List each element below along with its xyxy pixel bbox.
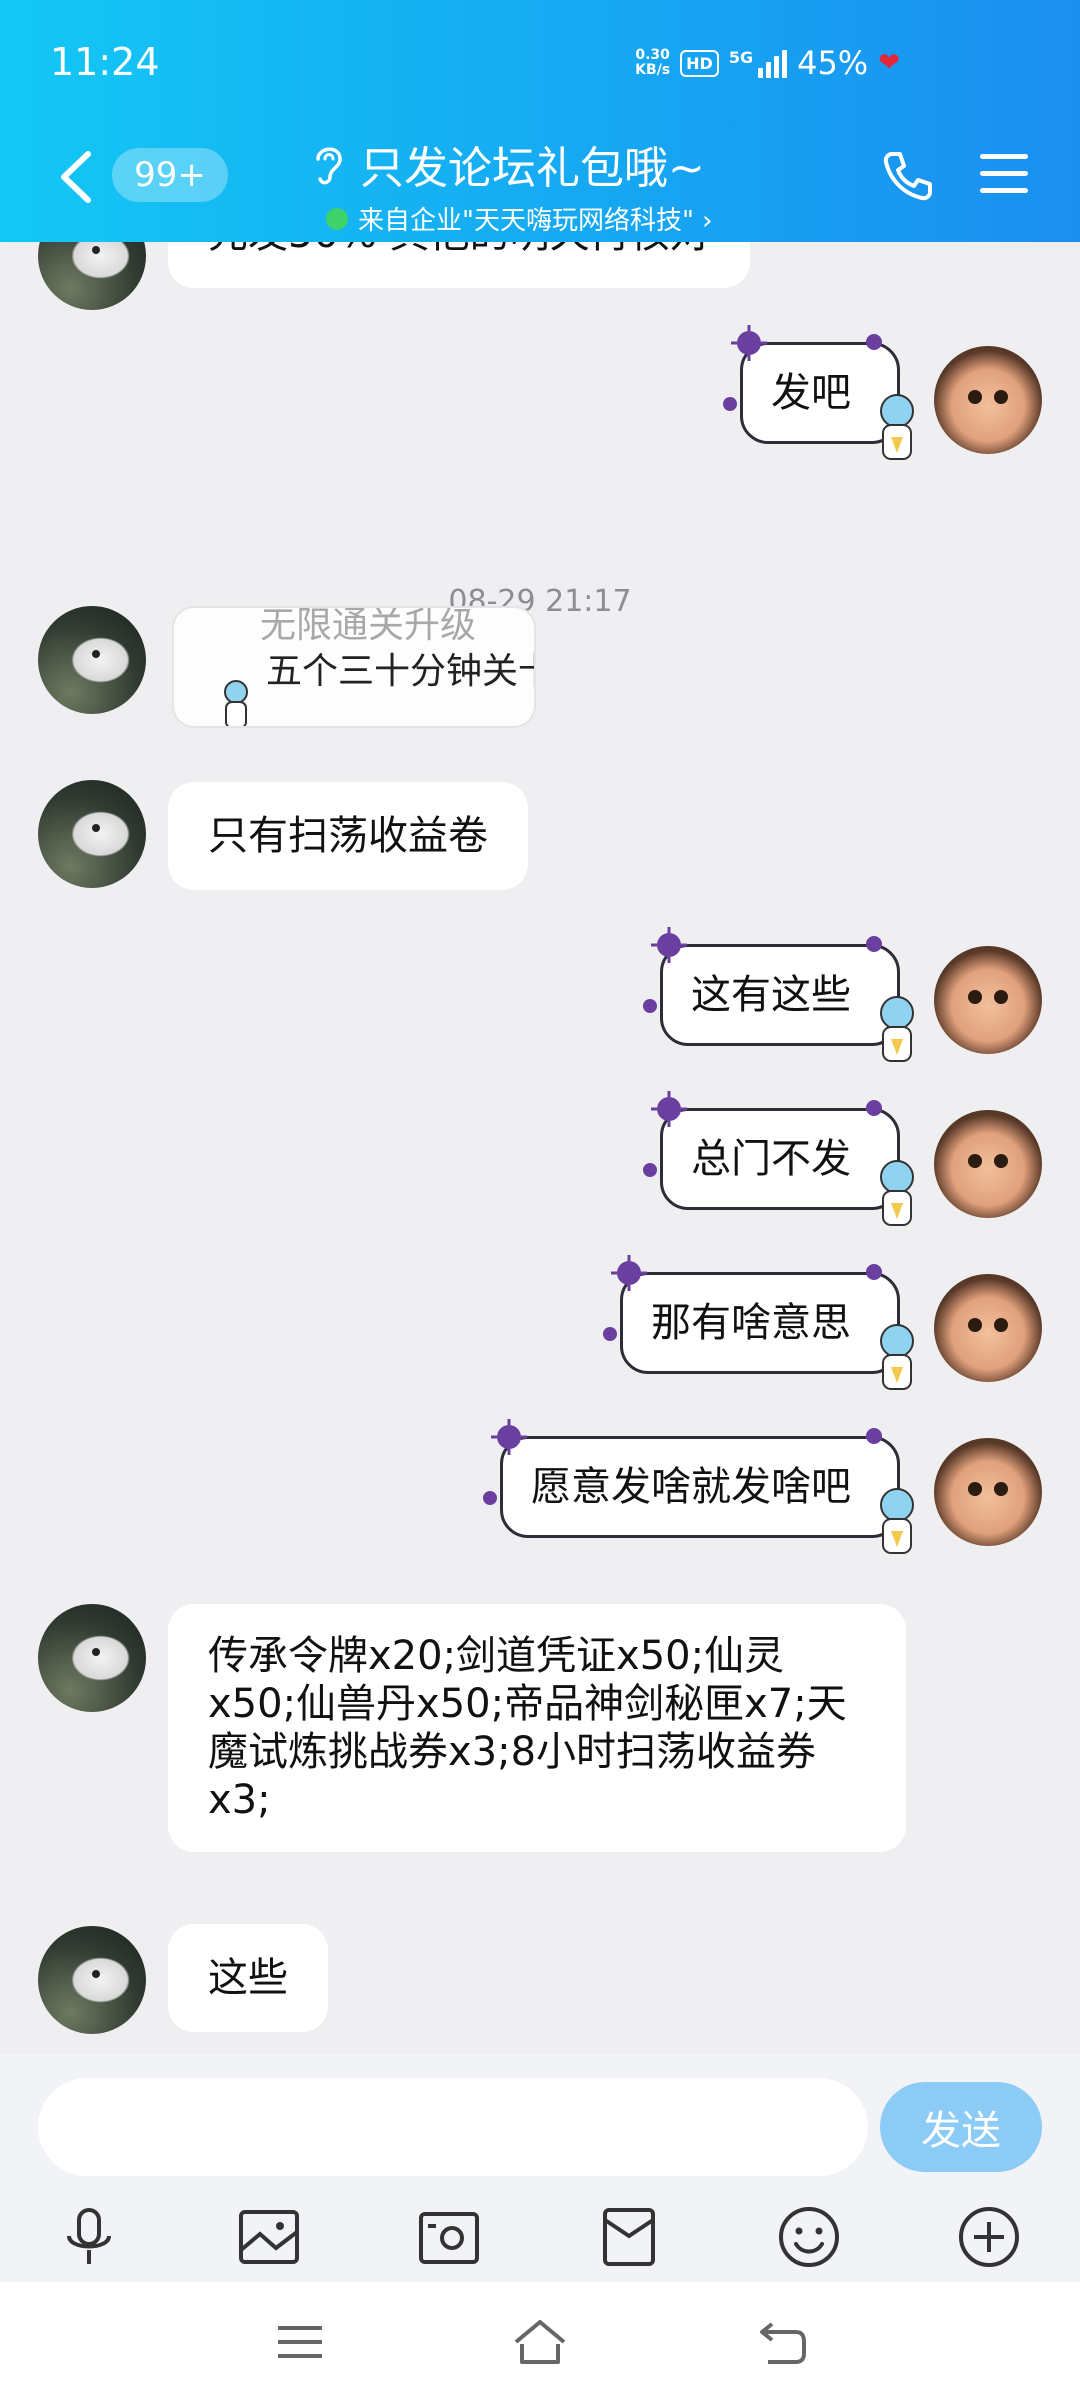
home-icon[interactable] xyxy=(510,2314,570,2370)
signal-icon: 5G xyxy=(728,48,788,78)
doctor-sticker-icon xyxy=(880,394,914,460)
emoji-icon[interactable] xyxy=(776,2204,842,2270)
input-area: 发送 xyxy=(0,2054,1080,2282)
contact-avatar[interactable] xyxy=(38,780,146,888)
status-bar: 11:24 0.30 KB/s HD 5G 45% ❤ xyxy=(0,0,1080,120)
chat-title: 只发论坛礼包哦~ xyxy=(360,143,705,194)
doctor-sticker-icon xyxy=(880,1324,914,1390)
virus-sticker-icon xyxy=(603,1327,617,1341)
doctor-sticker-icon xyxy=(880,1160,914,1226)
message-timestamp: 08-29 21:17 xyxy=(448,584,632,619)
unread-count-badge[interactable]: 99+ xyxy=(112,148,228,202)
message-text: 发吧 xyxy=(771,370,851,416)
virus-sticker-icon xyxy=(643,1163,657,1177)
virus-sticker-icon xyxy=(651,1091,687,1127)
network-speed: 0.30 KB/s xyxy=(635,48,670,78)
contact-avatar[interactable] xyxy=(38,1604,146,1712)
my-avatar[interactable] xyxy=(934,1274,1042,1382)
image-text-line: 五个三十分钟关卡 xyxy=(266,651,536,692)
message-bubble[interactable]: 只有扫荡收益卷 xyxy=(168,782,528,890)
plus-icon[interactable] xyxy=(956,2204,1022,2270)
contact-avatar[interactable] xyxy=(38,1926,146,2034)
virus-sticker-icon xyxy=(866,936,882,952)
chat-toolbar xyxy=(0,2194,1080,2274)
message-list[interactable]: 先发50% 其他的明天再核对 发吧 08-29 21:17 无限通关升级 五个三… xyxy=(0,242,1080,2054)
network-speed-value: 0.30 xyxy=(635,47,670,63)
message-bubble[interactable]: 先发50% 其他的明天再核对 xyxy=(168,242,750,288)
image-text-line: 无限通关升级 xyxy=(260,606,477,646)
menu-icon[interactable] xyxy=(270,2314,330,2370)
my-avatar[interactable] xyxy=(934,346,1042,454)
chat-subtitle: 来自企业"天天嗨玩网络科技" › xyxy=(358,206,713,236)
system-navigation-bar xyxy=(0,2282,1080,2408)
virus-sticker-icon xyxy=(866,1100,882,1116)
virus-sticker-icon xyxy=(866,1428,882,1444)
virus-sticker-icon xyxy=(483,1491,497,1505)
my-avatar[interactable] xyxy=(934,1438,1042,1546)
status-time: 11:24 xyxy=(50,40,160,84)
image-message[interactable]: 无限通关升级 五个三十分钟关卡 xyxy=(172,606,536,728)
send-button[interactable]: 发送 xyxy=(880,2082,1042,2172)
virus-sticker-icon xyxy=(866,1264,882,1280)
message-input[interactable] xyxy=(38,2078,868,2176)
message-text: 那有啥意思 xyxy=(651,1300,851,1346)
contact-avatar[interactable] xyxy=(38,606,146,714)
message-text: 这有这些 xyxy=(691,972,851,1018)
virus-sticker-icon xyxy=(651,927,687,963)
image-icon[interactable] xyxy=(236,2204,302,2270)
network-type: 5G xyxy=(728,48,754,67)
ear-icon xyxy=(316,147,342,185)
my-avatar[interactable] xyxy=(934,946,1042,1054)
menu-icon[interactable] xyxy=(978,152,1030,196)
message-bubble[interactable]: 传承令牌x20;剑道凭证x50;仙灵x50;仙兽丹x50;帝品神剑秘匣x7;天魔… xyxy=(168,1604,906,1852)
message-text: 总门不发 xyxy=(691,1136,851,1182)
network-speed-unit: KB/s xyxy=(635,62,671,78)
my-message-bubble[interactable]: 那有啥意思 xyxy=(603,1255,914,1390)
doctor-sticker-icon xyxy=(224,680,248,726)
heart-battery-icon: ❤ xyxy=(878,48,900,78)
online-status-dot xyxy=(326,207,348,230)
doctor-sticker-icon xyxy=(880,1488,914,1554)
red-packet-icon[interactable] xyxy=(596,2204,662,2270)
virus-sticker-icon xyxy=(611,1255,647,1291)
doctor-sticker-icon xyxy=(880,996,914,1062)
my-message-bubble[interactable]: 总门不发 xyxy=(643,1091,914,1226)
message-text: 愿意发啥就发啥吧 xyxy=(531,1464,851,1510)
microphone-icon[interactable] xyxy=(56,2204,122,2270)
chat-header: 11:24 0.30 KB/s HD 5G 45% ❤ 99+ 只发论坛礼包哦~ xyxy=(0,0,1080,242)
status-icons: 0.30 KB/s HD 5G 45% ❤ xyxy=(635,44,900,82)
camera-icon[interactable] xyxy=(416,2204,482,2270)
virus-sticker-icon xyxy=(491,1419,527,1455)
back-arrow-icon[interactable] xyxy=(56,150,96,204)
message-bubble[interactable]: 这些 xyxy=(168,1924,328,2032)
virus-sticker-icon xyxy=(723,397,737,411)
battery-level: 45% xyxy=(797,44,869,82)
hd-badge: HD xyxy=(680,49,719,77)
my-avatar[interactable] xyxy=(934,1110,1042,1218)
virus-sticker-icon xyxy=(866,334,882,350)
my-message-bubble[interactable]: 这有这些 xyxy=(643,927,914,1062)
my-message-bubble[interactable]: 发吧 xyxy=(723,325,914,460)
phone-call-icon[interactable] xyxy=(880,148,936,204)
virus-sticker-icon xyxy=(731,325,767,361)
virus-sticker-icon xyxy=(643,999,657,1013)
back-icon[interactable] xyxy=(752,2314,812,2370)
chat-title-area[interactable]: 只发论坛礼包哦~ 来自企业"天天嗨玩网络科技" › xyxy=(310,132,770,237)
contact-avatar[interactable] xyxy=(38,242,146,310)
my-message-bubble[interactable]: 愿意发啥就发啥吧 xyxy=(483,1419,914,1554)
